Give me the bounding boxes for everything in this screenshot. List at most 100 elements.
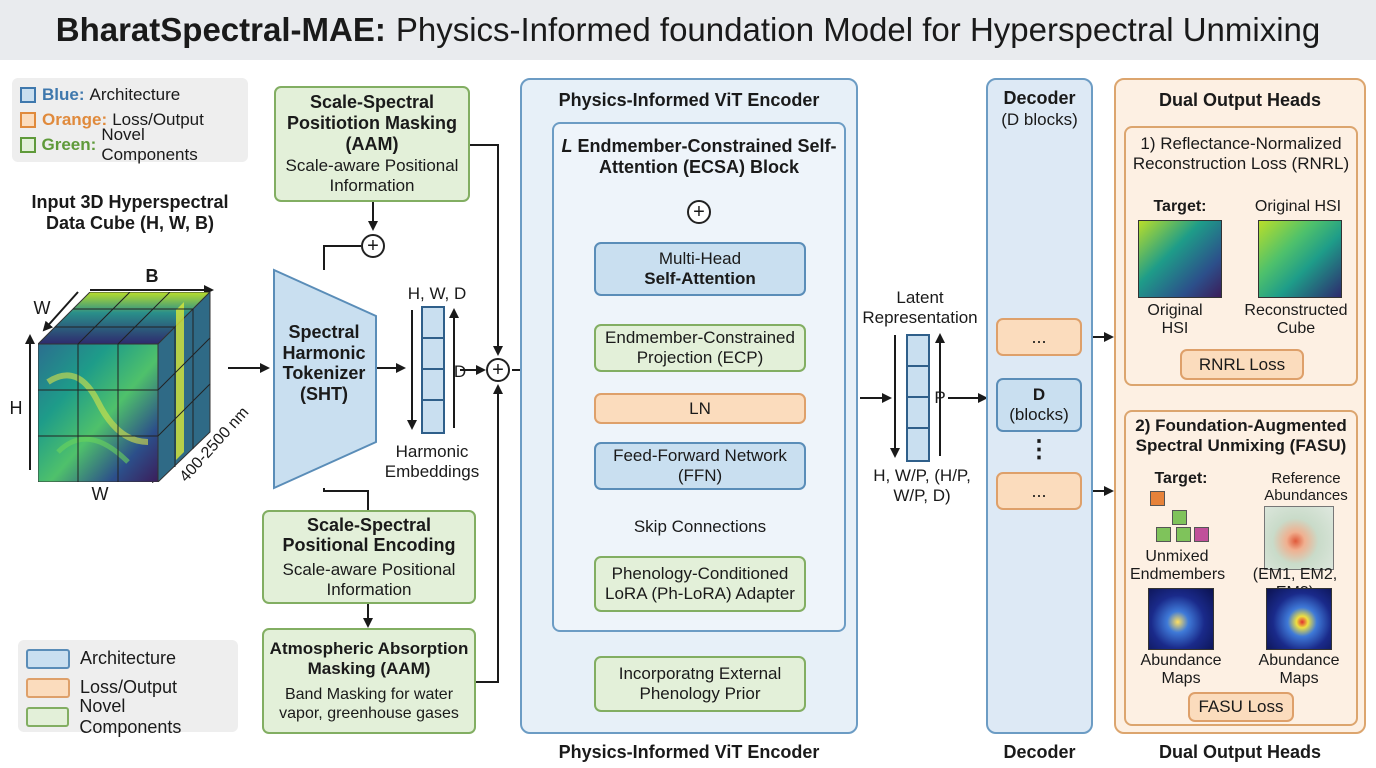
- legend-top-text-blue: Architecture: [89, 84, 181, 104]
- cube-dim-w-bottom-label: W: [91, 484, 109, 504]
- legend-bottom-row-architecture: Architecture: [26, 644, 230, 673]
- ecp-label: Endmember-Constrained Projection (ECP): [605, 328, 795, 367]
- ln-box: LN: [594, 393, 806, 424]
- legend-bottom-swatch-orange: [26, 677, 70, 698]
- decoder-d: D: [1032, 385, 1046, 405]
- ecsa-title: L Endmember-Constrained Self-Attention (…: [556, 136, 842, 177]
- endmember-node-2: [1172, 510, 1187, 525]
- input-title: Input 3D Hyperspectral Data Cube (H, W, …: [31, 192, 229, 233]
- reference-abundance-map-image: [1264, 506, 1334, 570]
- phlora-label: Phenology-Conditioned LoRA (Ph-LoRA) Ada…: [605, 564, 795, 603]
- line-plus-to-sht: [323, 245, 361, 270]
- head1-target: Target:: [1153, 198, 1207, 215]
- legend-top-swatch-orange: [20, 111, 36, 128]
- legend-bottom-swatch-green: [26, 706, 70, 727]
- head1-target-cube-image: [1138, 220, 1222, 298]
- legend-bottom: Architecture Loss/Output Novel Component…: [18, 640, 238, 737]
- rnrl-loss-box: RNRL Loss: [1180, 349, 1304, 380]
- head2-target: Target:: [1154, 470, 1208, 487]
- sspe-sub: Scale-aware Positional Information: [282, 560, 456, 599]
- legend-top-text-green: Novel Components: [101, 124, 198, 164]
- head1-recon-cube-image: [1258, 220, 1342, 298]
- decoder-block-top: ...: [996, 318, 1082, 356]
- head2-ab-maps-1: Abundance Maps: [1140, 652, 1222, 688]
- ecsa-title-text: Endmember-Constrained Self-Attention (EC…: [577, 136, 837, 177]
- legend-top-text-orange: Loss/Output: [112, 109, 204, 129]
- abundance-map-1-image: [1148, 588, 1214, 650]
- legend-top-row-loss: Orange:Loss/Output: [20, 107, 240, 132]
- cube-dim-w-top: [42, 291, 79, 332]
- cube-dim-b-label: B: [145, 266, 159, 286]
- plus-icon-aam: +: [361, 234, 385, 258]
- legend-bottom-swatch-blue: [26, 648, 70, 669]
- prior-label: Incorporatng External Phenology Prior: [618, 664, 782, 703]
- head2-unmixed: Unmixed Endmembers: [1130, 548, 1226, 584]
- decoder-vdots: ⋮: [1027, 436, 1051, 463]
- head1-orig-hsi-bottom: Original HSI: [1147, 302, 1203, 338]
- fasu-loss-box: FASU Loss: [1188, 692, 1294, 722]
- legend-bottom-row-novel: Novel Components: [26, 696, 230, 737]
- scale-spectral-encoding-box: Scale-Spectral Positional Encoding Scale…: [262, 510, 476, 604]
- legend-top-swatch-green: [20, 136, 36, 153]
- arrow-aam-to-main-plus: [470, 144, 503, 356]
- embed-d-label: D: [453, 362, 467, 381]
- endmember-node-1: [1150, 491, 1165, 506]
- head2-ab-maps-2: Abundance Maps: [1258, 652, 1340, 688]
- legend-top-key-blue: Blue:: [42, 84, 85, 104]
- line-sht-to-sspe: [323, 488, 369, 510]
- fasu-loss-label: FASU Loss: [1198, 697, 1284, 717]
- aam-top-title: Scale-Spectral Positiotion Masking (AAM): [286, 92, 457, 154]
- latent-dims: H, W/P, (H/P, W/P, D): [873, 466, 971, 505]
- sht-shape: [273, 268, 377, 490]
- legend-top-key-orange: Orange:: [42, 109, 108, 129]
- legend-bottom-text-loss: Loss/Output: [80, 677, 178, 697]
- head2-ref-abundances: Reference Abundances: [1264, 470, 1348, 505]
- decoder-sub: (D blocks): [1001, 110, 1078, 129]
- legend-bottom-row-loss: Loss/Output: [26, 673, 230, 702]
- legend-top-key-green: Green:: [41, 134, 97, 154]
- atmospheric-masking-box: Atmospheric Absorption Masking (AAM) Ban…: [262, 628, 476, 734]
- latent-p-label: P: [934, 388, 946, 407]
- legend-top-row-novel: Green:Novel Components: [20, 125, 240, 164]
- legend-top-swatch-blue: [20, 86, 36, 103]
- endmember-node-4: [1176, 527, 1191, 542]
- head1-title: 1) Reflectance-Normalized Reconstruction…: [1132, 134, 1350, 173]
- embed-token-column: [421, 306, 445, 434]
- decoder-header: Decoder: [1003, 88, 1076, 108]
- aam-bottom-sub: Band Masking for water vapor, greenhouse…: [279, 686, 459, 722]
- legend-bottom-text-architecture: Architecture: [80, 648, 177, 668]
- phenology-prior-box: Incorporatng External Phenology Prior: [594, 656, 806, 712]
- cube-dim-h-label: H: [9, 398, 23, 418]
- ffn-label: Feed-Forward Network (FFN): [613, 446, 787, 485]
- ecp-box: Endmember-Constrained Projection (ECP): [594, 324, 806, 372]
- head1-box: [1124, 126, 1358, 386]
- legend-top-row-architecture: Blue:Architecture: [20, 82, 240, 107]
- skip-label: Skip Connections: [633, 517, 767, 536]
- sspe-title: Scale-Spectral Positional Encoding: [282, 514, 456, 556]
- decoder-block-bottom-dots: ...: [1031, 480, 1047, 501]
- legend-bottom-text-novel: Novel Components: [79, 695, 182, 737]
- mhsa-line1: Multi-Head: [658, 249, 742, 269]
- rnrl-loss-label: RNRL Loss: [1198, 354, 1286, 374]
- endmember-node-5: [1194, 527, 1209, 542]
- arrow-aam-bottom-to-plus: [475, 384, 503, 683]
- mhsa-line2: Self-Attention: [644, 269, 756, 288]
- title-rest: Physics-Informed foundation Model for Hy…: [395, 11, 1321, 48]
- decoder-d-sub: (blocks): [1009, 405, 1069, 424]
- head2-title: 2) Foundation-Augmented Spectral Unmixin…: [1135, 416, 1347, 455]
- latent-token-column: [906, 334, 930, 462]
- abundance-map-2-image: [1266, 588, 1332, 650]
- head2-box: [1124, 410, 1358, 726]
- head1-orig-hsi-top: Original HSI: [1254, 198, 1342, 215]
- heads-footer: Dual Output Heads: [1158, 742, 1321, 762]
- head1-recon-label: Reconstructed Cube: [1244, 302, 1348, 338]
- encoder-header: Physics-Informed ViT Encoder: [558, 90, 820, 110]
- scale-spectral-masking-box: Scale-Spectral Positiotion Masking (AAM)…: [274, 86, 470, 202]
- decoder-block-top-dots: ...: [1031, 326, 1047, 347]
- sht-label: Spectral Harmonic Tokenizer (SHT): [282, 322, 366, 405]
- aam-bottom-title: Atmospheric Absorption Masking (AAM): [269, 639, 469, 678]
- ln-label: LN: [689, 398, 711, 418]
- plus-icon-main: +: [486, 358, 510, 382]
- hyperspectral-cube-image: [38, 292, 211, 482]
